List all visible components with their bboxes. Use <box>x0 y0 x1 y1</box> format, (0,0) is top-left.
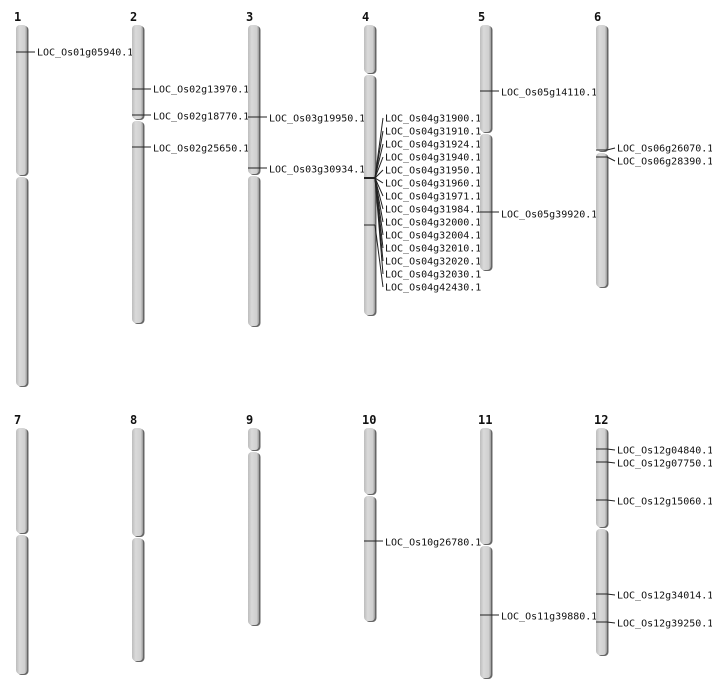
gene-label: LOC_Os04g31924.1 <box>385 140 481 151</box>
long-arm <box>480 546 491 678</box>
gene-label: LOC_Os12g39250.1 <box>617 619 712 630</box>
gene-connector <box>606 621 616 624</box>
gene-connector <box>374 224 384 288</box>
gene-label: LOC_Os04g31940.1 <box>385 153 481 164</box>
short-arm <box>596 25 607 151</box>
chromosome-label: 10 <box>362 413 376 427</box>
short-arm <box>364 428 375 494</box>
gene-connector <box>606 461 616 464</box>
chromosome-9: 9 <box>246 413 261 626</box>
gene-label: LOC_Os06g28390.1 <box>617 157 712 168</box>
gene-label: LOC_Os04g32000.1 <box>385 218 481 229</box>
long-arm <box>16 177 27 386</box>
gene-label: LOC_Os12g04840.1 <box>617 446 712 457</box>
long-arm <box>596 529 607 655</box>
gene-label: LOC_Os02g13970.1 <box>153 85 249 96</box>
long-arm <box>132 121 143 323</box>
short-arm <box>248 25 259 174</box>
gene-label: LOC_Os03g30934.1 <box>269 165 365 176</box>
gene-connector <box>374 169 384 179</box>
chromosome-label: 2 <box>130 10 137 24</box>
gene-label: LOC_Os12g34014.1 <box>617 591 712 602</box>
chromosome-12: 12LOC_Os12g04840.1LOC_Os12g07750.1LOC_Os… <box>594 413 712 656</box>
gene-label: LOC_Os02g18770.1 <box>153 112 249 123</box>
long-arm <box>364 75 375 315</box>
gene-connector <box>606 448 616 451</box>
gene-label: LOC_Os04g31984.1 <box>385 205 481 216</box>
chromosome-label: 6 <box>594 10 601 24</box>
gene-connector <box>606 156 616 162</box>
chromosome-label: 9 <box>246 413 253 427</box>
gene-label: LOC_Os04g31971.1 <box>385 192 481 203</box>
gene-connector <box>606 147 616 151</box>
short-arm <box>132 25 143 119</box>
gene-label: LOC_Os05g39920.1 <box>501 210 597 221</box>
long-arm <box>480 134 491 270</box>
long-arm <box>16 535 27 674</box>
chromosome-label: 3 <box>246 10 253 24</box>
gene-label: LOC_Os04g32004.1 <box>385 231 481 242</box>
long-arm <box>248 452 259 625</box>
chromosome-label: 7 <box>14 413 21 427</box>
gene-label: LOC_Os03g19950.1 <box>269 114 365 125</box>
gene-label: LOC_Os04g32020.1 <box>385 257 481 268</box>
short-arm <box>596 428 607 527</box>
gene-connector <box>606 499 616 502</box>
short-arm <box>16 25 27 175</box>
chromosome-label: 1 <box>14 10 21 24</box>
gene-label: LOC_Os05g14110.1 <box>501 88 597 99</box>
gene-label: LOC_Os06g26070.1 <box>617 144 712 155</box>
gene-label: LOC_Os12g07750.1 <box>617 459 712 470</box>
gene-label: LOC_Os02g25650.1 <box>153 144 249 155</box>
chromosome-2: 2LOC_Os02g13970.1LOC_Os02g18770.1LOC_Os0… <box>130 10 249 324</box>
long-arm <box>364 496 375 621</box>
short-arm <box>248 428 259 450</box>
gene-label: LOC_Os10g26780.1 <box>385 538 481 549</box>
short-arm <box>132 428 143 536</box>
short-arm <box>364 25 375 73</box>
long-arm <box>132 538 143 661</box>
chromosome-7: 7 <box>14 413 29 675</box>
gene-label: LOC_Os04g31900.1 <box>385 114 481 125</box>
long-arm <box>248 176 259 326</box>
gene-label: LOC_Os04g32030.1 <box>385 270 481 281</box>
gene-connector <box>606 593 616 596</box>
short-arm <box>480 428 491 544</box>
short-arm <box>480 25 491 132</box>
gene-connector <box>374 156 384 179</box>
short-arm <box>16 428 27 533</box>
gene-connector <box>374 177 384 197</box>
gene-label: LOC_Os04g31960.1 <box>385 179 481 190</box>
gene-label: LOC_Os01g05940.1 <box>37 48 133 59</box>
gene-label: LOC_Os12g15060.1 <box>617 497 712 508</box>
chromosome-8: 8 <box>130 413 145 662</box>
long-arm <box>596 153 607 287</box>
chromosome-4: 4LOC_Os04g31900.1LOC_Os04g31910.1LOC_Os0… <box>362 10 481 316</box>
gene-label: LOC_Os04g32010.1 <box>385 244 481 255</box>
gene-connector <box>374 177 384 275</box>
gene-connector <box>374 177 384 184</box>
chromosome-label: 8 <box>130 413 137 427</box>
chromosome-label: 4 <box>362 10 369 24</box>
chromosome-label: 12 <box>594 413 608 427</box>
gene-label: LOC_Os04g42430.1 <box>385 283 481 294</box>
gene-label: LOC_Os04g31950.1 <box>385 166 481 177</box>
chromosome-label: 5 <box>478 10 485 24</box>
gene-label: LOC_Os11g39880.1 <box>501 612 597 623</box>
chromosome-label: 11 <box>478 413 492 427</box>
gene-label: LOC_Os04g31910.1 <box>385 127 481 138</box>
gene-connector <box>374 143 384 179</box>
